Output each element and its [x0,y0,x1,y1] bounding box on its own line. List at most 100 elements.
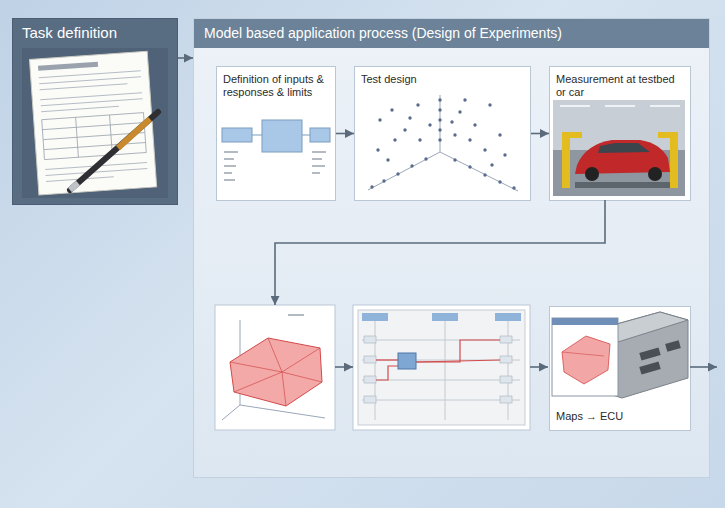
scatter-plot-picture [428,123,431,126]
testbed-photo [648,167,662,181]
flow-arrow [178,57,193,59]
document-picture [42,113,147,160]
block-grid-picture [376,359,398,360]
ecu-picture [562,352,604,356]
step-label: Test design [361,73,524,86]
scatter-plot-picture [416,103,419,106]
model-hull-picture [240,320,241,405]
model-hull-picture [288,314,304,316]
document-picture [40,84,128,90]
block-grid-picture [353,305,530,430]
block-grid-picture [376,340,500,380]
process-panel: Model based application process (Design … [193,18,710,478]
scatter-plot-picture [370,98,515,189]
document-picture [42,123,144,130]
document-picture [29,51,156,195]
task-box: Task definition [12,18,178,205]
block-grid-picture [500,396,512,403]
scatter-plot-picture [408,116,411,119]
block-grid-picture [364,356,376,363]
scatter-plot-picture [450,120,453,123]
testbed-photo [553,150,685,196]
model-hull-picture [222,405,240,420]
block-grid-picture [362,321,520,420]
testbed-photo [585,167,599,181]
step-tile: Test design [354,66,531,201]
block-diagram-picture [312,165,325,167]
scatter-plot-picture [453,158,456,161]
block-diagram-picture [224,151,238,153]
scatter-plot-picture [490,163,493,166]
block-grid-picture [362,400,520,401]
box-heading: Task definition [13,19,177,47]
ecu-picture [639,347,660,360]
block-grid-picture [364,396,376,403]
block-diagram-picture [310,128,330,142]
document-picture [46,168,148,175]
model-hull-picture [282,372,322,382]
ecu-picture [562,336,610,384]
document-picture [39,71,143,112]
block-grid-picture [364,336,512,403]
ecu-picture [552,318,618,396]
scatter-plot-picture [378,118,381,121]
scatter-plot-picture [468,138,471,141]
scatter-plot-picture [468,165,471,168]
ecu-picture [588,312,688,398]
model-hull-picture [230,348,320,372]
document-picture [70,183,78,190]
block-grid-picture [508,321,509,420]
scatter-plot-picture [473,123,476,126]
scatter-plot-picture [370,185,373,188]
document-picture [70,112,158,190]
block-grid-picture [445,321,446,420]
block-grid-picture [353,305,530,430]
document-picture [41,106,119,111]
document-picture [40,93,142,100]
document-picture [44,143,146,150]
block-grid-picture [500,356,512,363]
block-grid-picture [362,380,520,381]
block-diagram-picture [224,165,236,167]
block-grid-picture [358,310,525,425]
testbed-photo [575,140,670,174]
step-label: Definition of inputs & responses & limit… [223,73,329,99]
scatter-plot-picture [382,179,385,182]
testbed-photo [562,132,570,188]
scatter-plot-picture [368,95,518,191]
ecu-picture [552,312,688,398]
block-diagram-picture [222,128,252,142]
scatter-plot-picture [453,133,456,136]
model-hull-picture [240,405,325,418]
block-diagram-picture [302,135,310,136]
block-grid-picture [364,376,376,383]
block-grid-picture [432,313,458,321]
scatter-plot-picture [376,148,379,151]
block-grid-picture [398,353,416,369]
testbed-photo [575,182,670,188]
block-diagram-picture [224,172,232,174]
scatter-plot-picture [512,186,515,189]
testbed-photo [553,100,685,196]
block-diagram-picture [224,179,235,181]
block-grid-picture [362,360,520,361]
block-diagram-picture [224,152,326,180]
scatter-plot-picture [410,164,413,167]
block-diagram-picture [262,120,302,152]
scatter-plot-picture [498,133,501,136]
testbed-photo [560,105,680,107]
ecu-picture [552,318,618,325]
panel-heading: Model based application process (Design … [194,19,709,48]
testbed-photo [670,132,678,188]
document-picture [110,115,113,155]
document-picture [43,133,145,140]
block-grid-picture [362,313,388,321]
ecu-picture [639,340,681,374]
model-hull-picture [215,305,335,430]
scatter-plot-picture [483,148,486,151]
block-diagram-picture [224,158,234,160]
scatter-plot-picture [396,172,399,175]
block-grid-picture [500,376,512,383]
document-picture [29,51,156,195]
